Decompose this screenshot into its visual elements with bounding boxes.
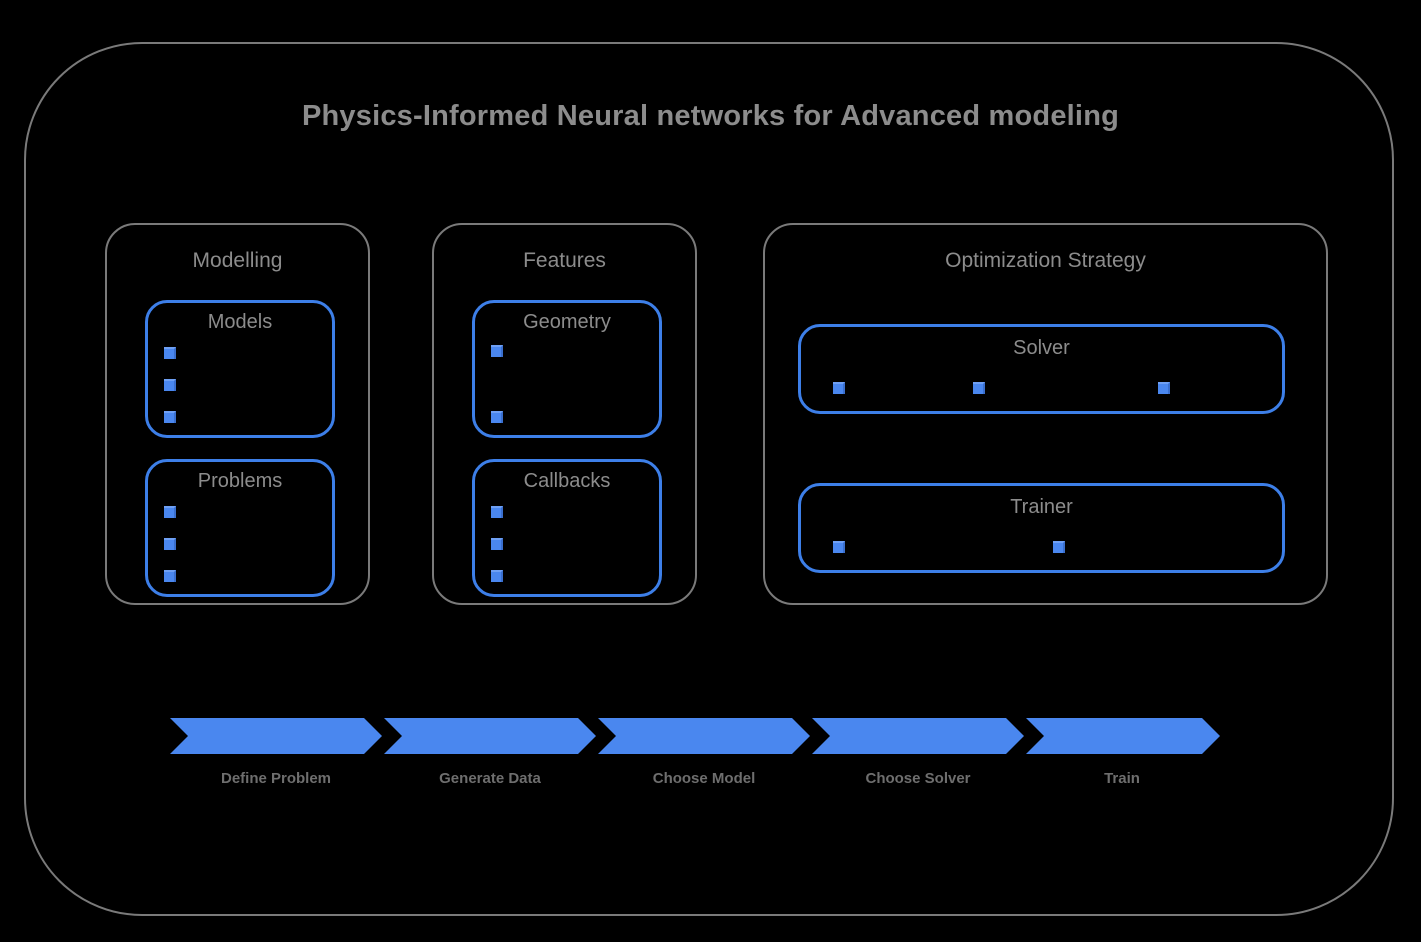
marker-cube [164, 570, 176, 582]
marker-cube [491, 538, 503, 550]
group-optimization-strategy-label: Optimization Strategy [945, 249, 1146, 272]
marker-cube [164, 379, 176, 391]
box-geometry[interactable]: Geometry [472, 300, 662, 438]
flow-label-generate-data: Generate Data [439, 770, 541, 787]
box-geometry-label: Geometry [523, 311, 611, 333]
page-title: Physics-Informed Neural networks for Adv… [301, 100, 1120, 132]
flow-label-train: Train [1104, 770, 1140, 787]
flow-label-choose-solver: Choose Solver [865, 770, 971, 787]
box-callbacks[interactable]: Callbacks [472, 459, 662, 597]
flow-chevron-5 [1026, 718, 1220, 754]
group-modelling-label: Modelling [192, 249, 283, 272]
flow-label-define-problem: Define Problem [220, 770, 332, 787]
marker-cube [833, 382, 845, 394]
outer-frame [24, 42, 1394, 916]
marker-cube [833, 541, 845, 553]
marker-cube [164, 506, 176, 518]
flow-label-choose-model: Choose Model [652, 770, 756, 787]
group-modelling: Modelling [105, 223, 370, 605]
process-flow-labels: Define Problem Generate Data Choose Mode… [170, 770, 1220, 796]
flow-chevron-1 [170, 718, 382, 754]
group-features: Features [432, 223, 697, 605]
process-flow [170, 718, 1220, 754]
box-solver-label: Solver [1013, 337, 1070, 359]
box-solver[interactable]: Solver [798, 324, 1285, 414]
marker-cube [1158, 382, 1170, 394]
box-problems[interactable]: Problems [145, 459, 335, 597]
box-problems-label: Problems [197, 470, 283, 492]
marker-cube [491, 506, 503, 518]
box-models-label: Models [207, 311, 273, 333]
marker-cube [1053, 541, 1065, 553]
flow-chevron-4 [812, 718, 1024, 754]
marker-cube [491, 570, 503, 582]
marker-cube [164, 411, 176, 423]
box-trainer[interactable]: Trainer [798, 483, 1285, 573]
group-features-label: Features [523, 249, 606, 272]
marker-cube [164, 347, 176, 359]
box-callbacks-label: Callbacks [523, 470, 611, 492]
marker-cube [491, 411, 503, 423]
group-optimization-strategy: Optimization Strategy [763, 223, 1328, 605]
marker-cube [164, 538, 176, 550]
marker-cube [973, 382, 985, 394]
box-models[interactable]: Models [145, 300, 335, 438]
flow-chevron-2 [384, 718, 596, 754]
flow-chevron-3 [598, 718, 810, 754]
marker-cube [491, 345, 503, 357]
box-trainer-label: Trainer [1010, 496, 1073, 518]
